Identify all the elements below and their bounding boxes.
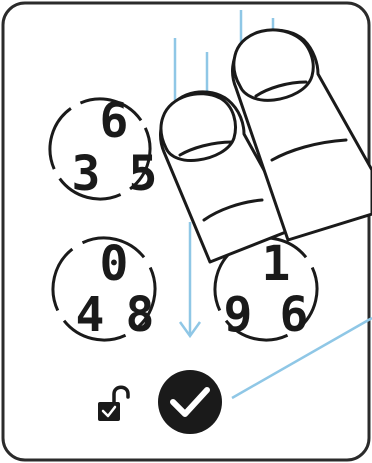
- finger-knuckle-crease: [202, 198, 264, 222]
- keypad-digit-top[interactable]: 6: [100, 93, 129, 149]
- fingernail: [232, 28, 315, 102]
- checkmark-icon: [170, 387, 210, 417]
- guide-line-diagonal: [231, 316, 372, 400]
- padlock-body: [98, 402, 120, 421]
- keypad-bottom-right[interactable]: 1 9 6: [198, 221, 334, 357]
- finger-icon: [231, 28, 372, 242]
- fingernail-cuticle: [178, 140, 234, 157]
- keypad-ring: [51, 236, 157, 342]
- confirm-button-circle[interactable]: [158, 370, 222, 434]
- keypad-digit-right[interactable]: 8: [126, 287, 155, 343]
- keypad-digit-left[interactable]: 3: [72, 146, 101, 202]
- finger-icon: [159, 90, 298, 264]
- guide-arrowhead: [178, 321, 202, 339]
- keypad-digit-top[interactable]: 1: [262, 236, 291, 292]
- padlock-shackle: [112, 385, 130, 405]
- keypad-top-left[interactable]: 6 3 5: [34, 83, 167, 216]
- keypad-ring: [48, 97, 152, 201]
- fingernail: [159, 92, 237, 162]
- guide-lines: [173, 10, 372, 400]
- keypad-bottom-left[interactable]: 0 4 8: [36, 221, 172, 357]
- keypad-digit-left[interactable]: 4: [76, 287, 105, 343]
- padlock-check-mark: [101, 405, 117, 418]
- fingernail-cuticle: [254, 80, 308, 98]
- keypad-digit-left[interactable]: 9: [224, 287, 253, 343]
- keypad-digit-top[interactable]: 0: [100, 236, 129, 292]
- keypad-ring: [213, 236, 319, 342]
- keypad-digit-right[interactable]: 5: [129, 146, 158, 202]
- unlocked-padlock-icon: [98, 385, 130, 421]
- finger-knuckle-crease: [270, 138, 348, 162]
- confirm-button[interactable]: [158, 370, 222, 434]
- keypad-digit-right[interactable]: 6: [280, 287, 309, 343]
